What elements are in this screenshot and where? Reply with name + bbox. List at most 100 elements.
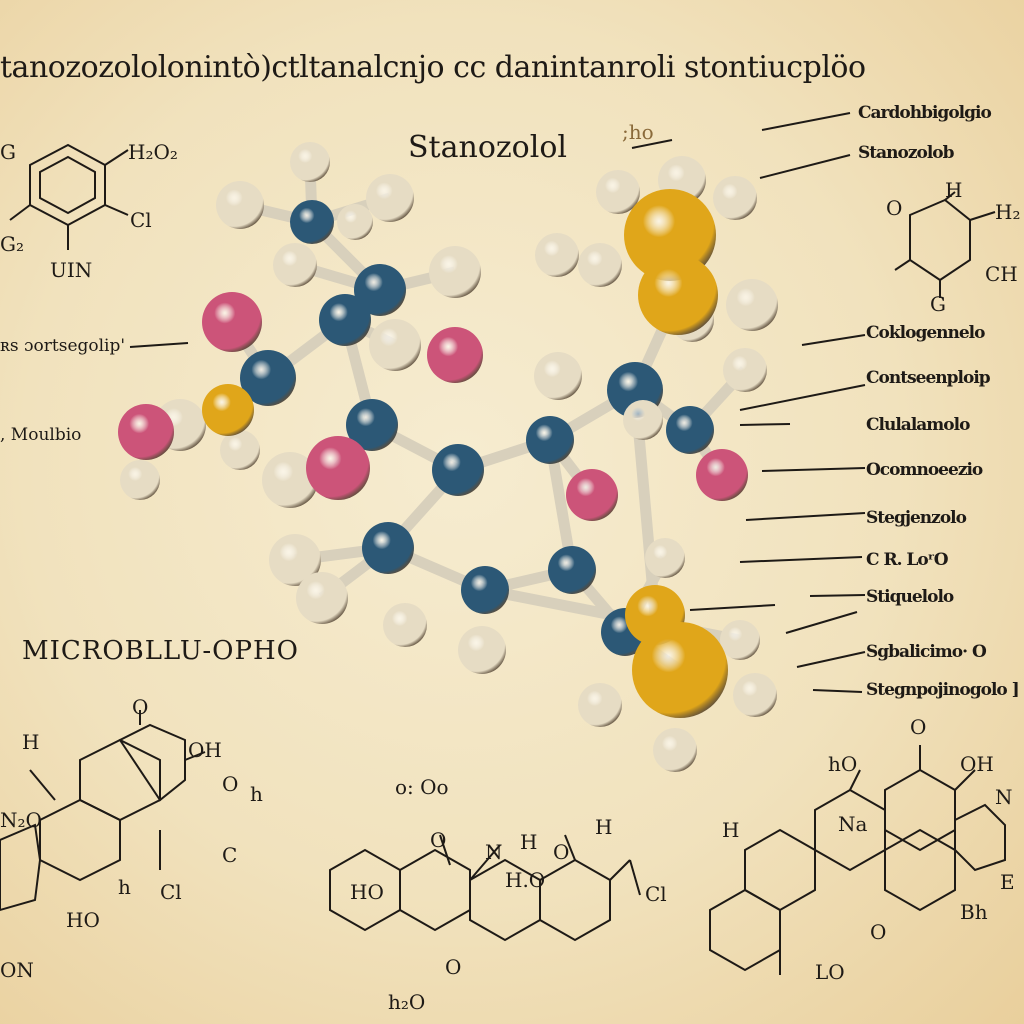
right-label: Sgbalicimo· O	[866, 642, 987, 662]
hydrogen-atom	[262, 452, 318, 508]
hydrogen-atom	[596, 170, 640, 214]
label-leader-lines	[129, 112, 866, 693]
oxygen-atom	[306, 436, 370, 500]
sulfur-atom	[638, 255, 718, 335]
atom-label: HO	[350, 880, 384, 904]
right-label: Coklogennelo	[866, 323, 985, 343]
atom-label: G	[930, 292, 946, 316]
hydrogen-atom	[535, 233, 579, 277]
header-title: tanozozololonintò)ctltanalcnjo cc danint…	[0, 50, 866, 85]
atom-label: N	[995, 785, 1013, 809]
carbon-atom	[666, 406, 714, 454]
atom-label: G₂	[0, 232, 24, 256]
hydrogen-atom	[534, 352, 582, 400]
carbon-atom	[346, 399, 398, 451]
atom-label: O	[222, 772, 239, 796]
atom-label: N₂O	[0, 808, 42, 832]
atom-label: G	[0, 140, 16, 164]
section-label: MICROBLLU-OPHO	[22, 636, 299, 666]
atom-label: O	[445, 955, 462, 979]
hydrogen-atom	[290, 142, 330, 182]
carbon-atom	[362, 522, 414, 574]
atom-label: C	[222, 843, 238, 867]
hydrogen-atom	[653, 728, 697, 772]
atom-label: h	[250, 782, 263, 806]
hydrogen-atom	[120, 460, 160, 500]
annotation-top: ;ho	[622, 120, 654, 144]
carbon-atom	[548, 546, 596, 594]
carbon-atom	[354, 264, 406, 316]
hydrogen-atom	[645, 538, 685, 578]
oxygen-atom	[566, 469, 618, 521]
oxygen-atom	[118, 404, 174, 460]
right-label: Stiquelolo	[866, 587, 954, 607]
atom-label: OH	[960, 752, 994, 776]
atom-label: O	[132, 695, 149, 719]
atom-label: Cl	[160, 880, 182, 904]
hydrogen-atom	[720, 620, 760, 660]
carbon-atom	[432, 444, 484, 496]
carbon-atom	[290, 200, 334, 244]
atom-label: Cl	[130, 208, 152, 232]
atom-label: Bh	[960, 900, 988, 924]
left-label-top: ʀs ɔortsegolip'	[0, 336, 126, 356]
hydrogen-atom	[723, 348, 767, 392]
hydrogen-atom	[296, 572, 348, 624]
atom-label: H₂O₂	[128, 140, 178, 164]
hydrogen-atom	[366, 174, 414, 222]
atom-label: H	[722, 818, 740, 842]
atom-label: E	[1000, 870, 1015, 894]
carbon-atom	[526, 416, 574, 464]
right-label: Cardohbigolgio	[858, 103, 992, 123]
carbon-atom	[319, 294, 371, 346]
hydrogen-atom	[733, 673, 777, 717]
atom-label: O	[910, 715, 927, 739]
ring-caption: UIN	[50, 258, 93, 282]
atoms	[118, 142, 778, 772]
atom-label: H	[595, 815, 613, 839]
atom-label: HO	[66, 908, 100, 932]
oxygen-atom	[202, 292, 262, 352]
atom-label: O	[886, 196, 903, 220]
hydrogen-atom	[578, 683, 622, 727]
carbon-atom	[240, 350, 296, 406]
atom-label: h₂O	[388, 990, 426, 1014]
atom-label: O	[430, 828, 447, 852]
hydrogen-atom	[713, 176, 757, 220]
atom-label: O	[553, 840, 570, 864]
oxygen-atom	[696, 449, 748, 501]
hydrogen-atom	[383, 603, 427, 647]
atom-label: hO	[828, 752, 858, 776]
hydrogen-atom	[273, 243, 317, 287]
atom-label: O	[870, 920, 887, 944]
atom-label: H.O	[505, 868, 546, 892]
right-label: Ocomnoeezio	[866, 460, 983, 480]
atom-label: H	[520, 830, 538, 854]
right-label: Stegnpojinogolo ]	[866, 680, 1020, 700]
hydrogen-atom	[726, 279, 778, 331]
hydrogen-atom	[216, 181, 264, 229]
hydrogen-atom	[369, 319, 421, 371]
oxygen-atom	[427, 327, 483, 383]
hydrogen-atom	[623, 400, 663, 440]
left-label-middle: , Moulbio	[0, 425, 82, 445]
carbon-atom	[461, 566, 509, 614]
atom-label: Cl	[645, 882, 667, 906]
atom-label: LO	[815, 960, 845, 984]
atom-label: H₂	[995, 200, 1021, 224]
atom-label: h	[118, 875, 131, 899]
atom-label: H	[22, 730, 40, 754]
hydrogen-atom	[337, 204, 373, 240]
sulfur-atom	[202, 384, 254, 436]
hydrogen-atom	[429, 246, 481, 298]
hydrogen-atom	[578, 243, 622, 287]
right-label: Stanozolob	[858, 143, 955, 163]
right-label: Stegjenzolo	[866, 508, 967, 528]
atom-label: OH	[188, 738, 222, 762]
atom-label: o: Oo	[395, 775, 449, 799]
molecule-name: Stanozolol	[408, 130, 567, 165]
atom-label: CH	[985, 262, 1018, 286]
atom-label: N	[485, 840, 503, 864]
atom-label: Na	[838, 812, 868, 836]
atom-label: H	[945, 178, 963, 202]
